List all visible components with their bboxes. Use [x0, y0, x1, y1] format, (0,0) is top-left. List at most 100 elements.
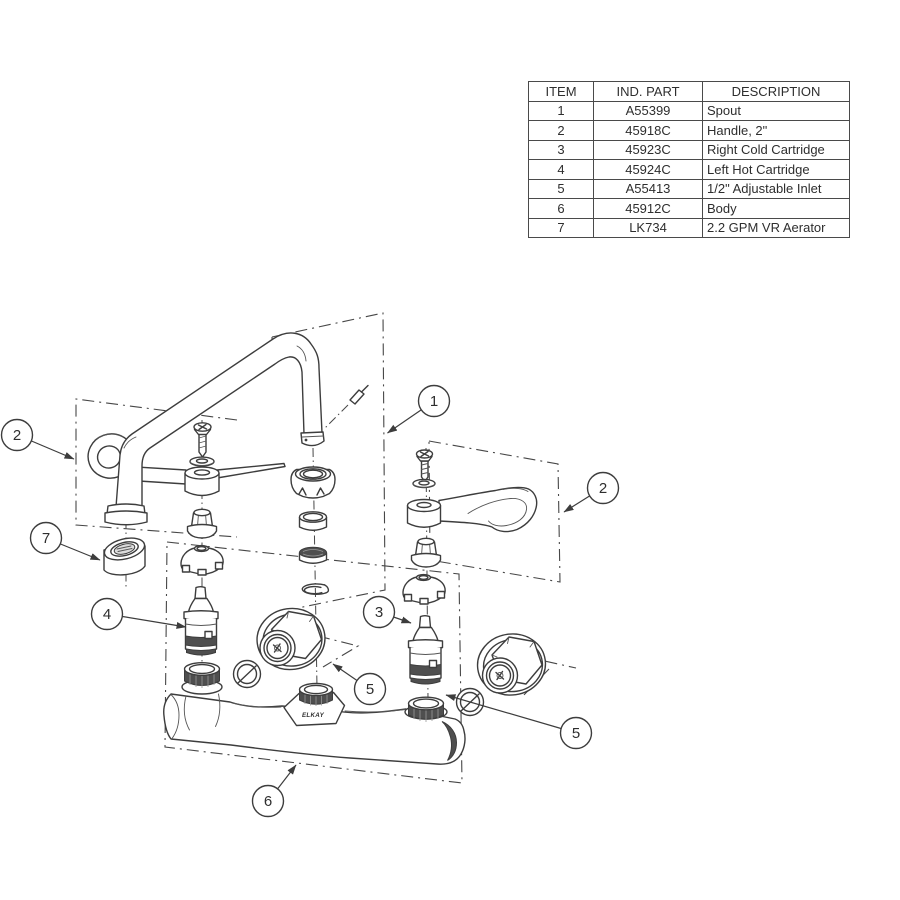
right-bonnet-cap [402, 573, 446, 605]
brand-label: ELKAY [302, 712, 325, 719]
cartridge-notch [204, 630, 213, 640]
set-screw-leader [324, 404, 349, 429]
bonnet-tab [436, 590, 446, 599]
table-row: 6 45912C Body [528, 198, 850, 219]
handle-hub-hole [193, 469, 211, 476]
left-mounting-nut [186, 508, 218, 539]
set-screw [349, 384, 369, 405]
aerator-screen-mesh [116, 545, 133, 552]
inlet-mouth-inner [266, 636, 289, 660]
set-screw-tip [360, 384, 369, 393]
spout-flange-lower [104, 510, 148, 526]
aerator [103, 537, 146, 576]
nut-top [417, 537, 435, 546]
bonnet-tab [197, 568, 207, 576]
body-right-elbow-shade [441, 721, 458, 761]
callout-7-number: 7 [42, 530, 50, 547]
nut-top [193, 508, 211, 517]
phantom-plane-boxes [75, 312, 577, 784]
washer-rim [189, 462, 215, 466]
center-port-knurl [304, 690, 328, 706]
washer-ring-inner [459, 691, 481, 713]
coupling-nut-thread1 [299, 468, 327, 480]
coupling-nut-thread2 [302, 469, 324, 479]
callout-5-right-number: 5 [572, 725, 580, 742]
right-handle-plane-box [428, 440, 561, 583]
spout-coupling-stack [290, 466, 336, 595]
cartridge-bottom-rim [186, 648, 216, 656]
left-inlet-plane-mark [317, 635, 360, 668]
body-top-contours [231, 702, 406, 713]
spout-plane-box [271, 312, 386, 609]
left-handle-plane-box [75, 398, 238, 538]
table-row: 1 A55399 Spout [528, 100, 850, 121]
callouts: 1 2 2 3 4 [0, 384, 620, 818]
handle-blade-tip [216, 462, 286, 479]
body-plane-box [164, 541, 463, 784]
left-inlet-washer [232, 659, 262, 689]
callout-1-leader [387, 409, 422, 434]
callout-1-number: 1 [430, 393, 438, 410]
friction-washer-texture [302, 549, 324, 557]
description-cell: Spout [702, 100, 850, 121]
left-port-knurl [189, 670, 215, 688]
callout-5-right-leader [445, 694, 562, 730]
left-handle-screw [193, 422, 212, 458]
callout-7-bubble [29, 521, 63, 555]
cartridge-bottom-rim [410, 677, 441, 685]
right-adjustable-inlet [476, 633, 547, 696]
callout-4-leader [122, 615, 187, 629]
center-port [298, 682, 334, 706]
description-cell: 1/2" Adjustable Inlet [702, 178, 850, 199]
handle-hub-top [406, 498, 442, 513]
callout-2-left: 2 [0, 418, 75, 460]
callout-5-right: 5 [445, 694, 593, 750]
left-port-opening [188, 663, 216, 675]
left-handle-washer [189, 456, 215, 467]
handle-blade-spoon [438, 486, 538, 533]
callout-6-bubble [251, 784, 285, 818]
coupling-nut-scallops [298, 487, 325, 496]
handle-hub-hole [416, 501, 432, 509]
callout-6-leader [277, 764, 297, 790]
callout-5-left-leader [332, 663, 358, 681]
callout-2-right-bubble [586, 471, 620, 505]
cartridge-contour [185, 623, 217, 626]
snap-ring-curl [323, 584, 330, 594]
callout-2-left-leader [31, 440, 75, 460]
table-row: 4 45924C Left Hot Cartridge [528, 159, 850, 180]
callout-3-leader [393, 616, 412, 624]
inlet-valve-center [274, 644, 281, 652]
left-handle-lever [87, 433, 286, 497]
callout-7-leader [60, 543, 101, 561]
spout-bend-crease [123, 436, 137, 449]
inlet-hex-thickness [491, 636, 535, 658]
inlet-mouth-mid [485, 661, 515, 690]
callout-5-left: 5 [332, 663, 387, 706]
body-left-elbow-contours [183, 693, 221, 731]
washer-hole [195, 458, 209, 464]
spout [104, 332, 325, 526]
screw-slot-cross-icon [419, 450, 430, 458]
handle-hub-top [184, 466, 220, 480]
bonnet-tab [419, 597, 429, 605]
right-cold-cartridge [407, 614, 444, 685]
handle-spoon-shade [502, 487, 529, 492]
spacer-hole [302, 512, 324, 522]
faucet-body: ELKAY [163, 662, 466, 765]
handle-spoon-contour [467, 498, 527, 527]
cartridge-cone [412, 626, 439, 642]
washer-slash [237, 665, 257, 684]
callout-6: 6 [251, 764, 297, 818]
cartridge-cone [187, 597, 215, 613]
bonnet-opening-inner [418, 575, 429, 581]
right-port [407, 696, 445, 722]
inlet-mouth-mid [263, 633, 292, 663]
callout-4: 4 [90, 597, 187, 631]
bonnet-tab [214, 561, 224, 570]
callout-6-number: 6 [264, 793, 272, 810]
callout-2-right: 2 [563, 471, 620, 513]
left-adjustable-inlet [256, 607, 326, 671]
parts-table: ITEM IND. PART DESCRIPTION 1 A55399 Spou… [528, 81, 850, 238]
